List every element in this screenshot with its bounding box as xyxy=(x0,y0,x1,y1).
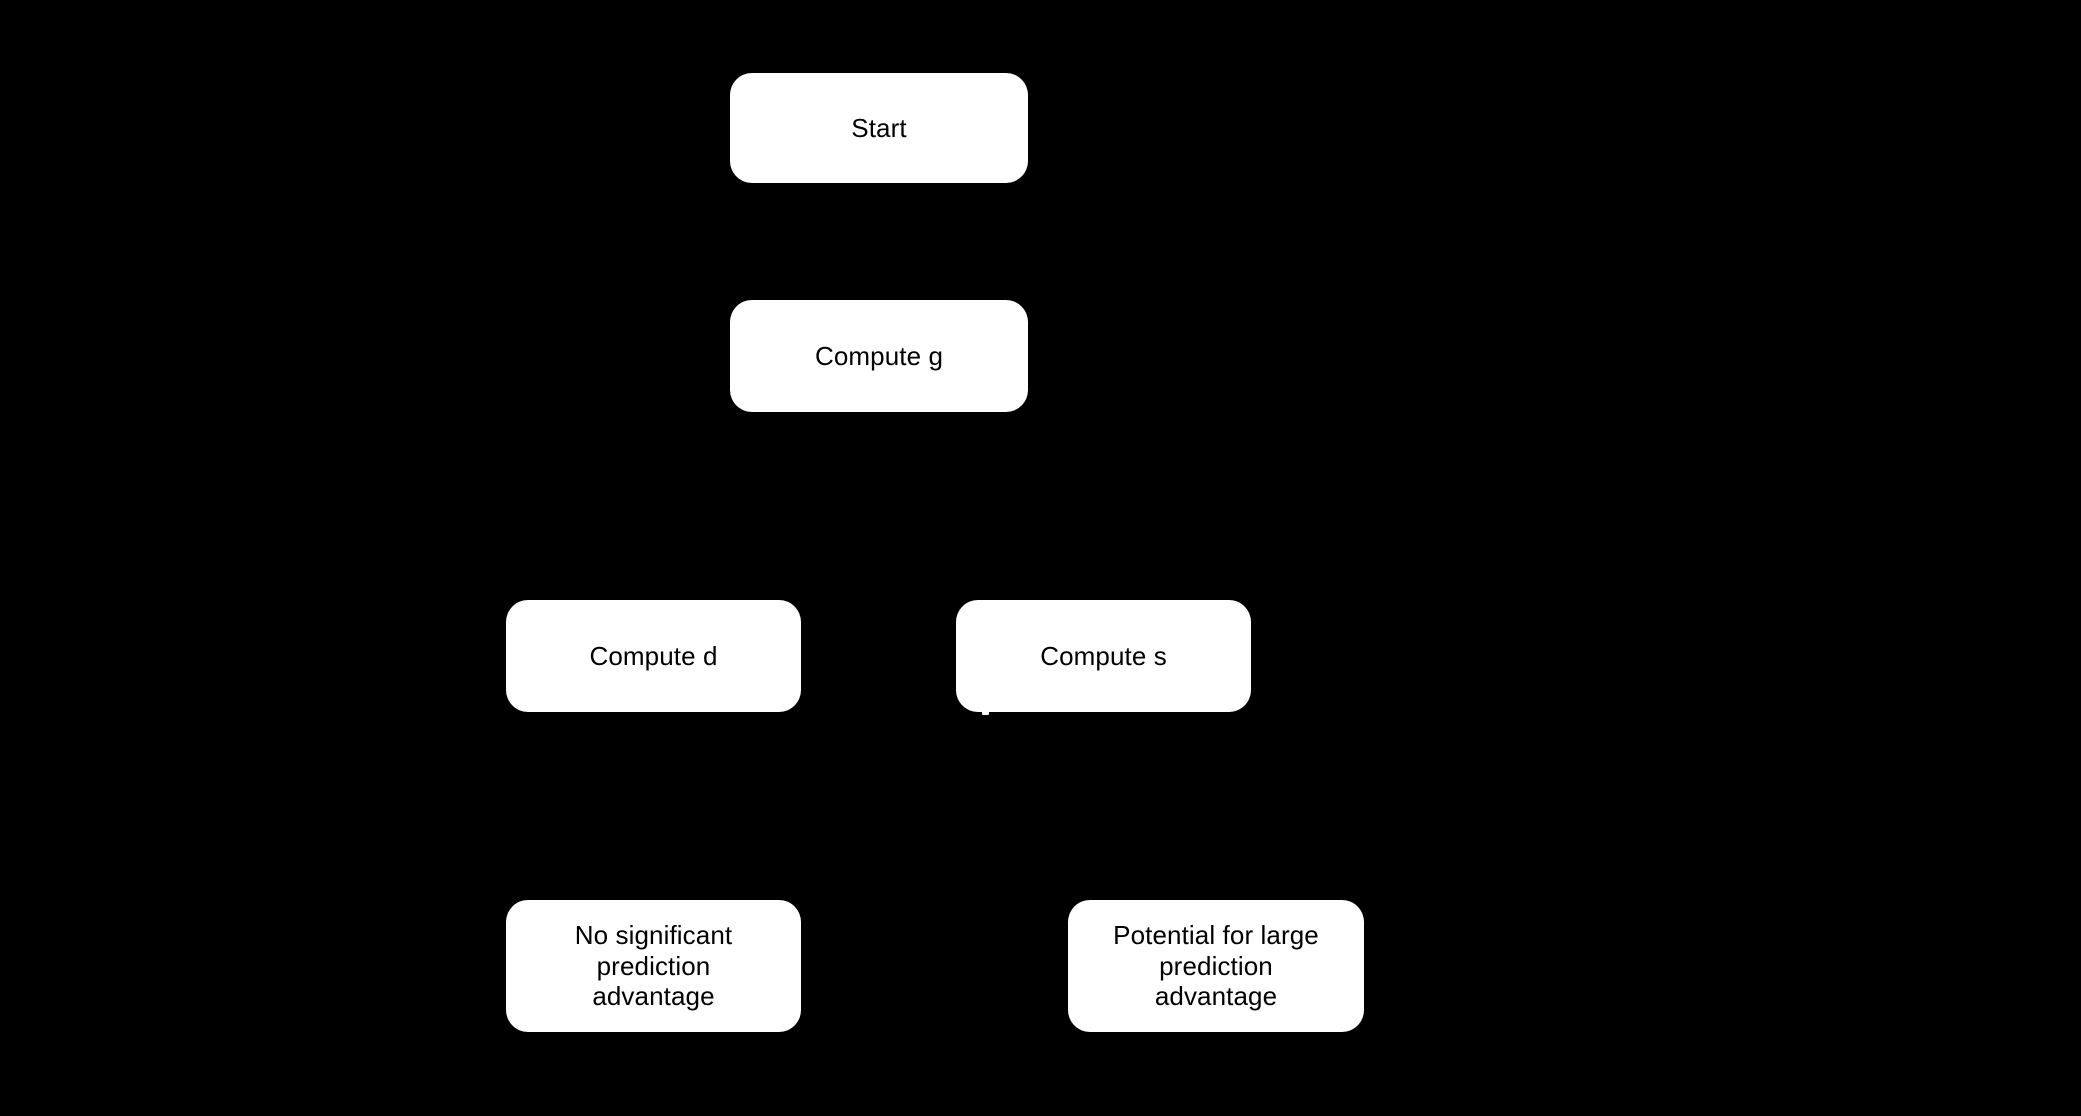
flow-node-no-advantage-label: No significant prediction advantage xyxy=(574,919,733,1012)
flow-node-compute-g-label: Compute g xyxy=(814,340,944,371)
flow-node-large-advantage-label: Potential for large prediction advantage xyxy=(1113,919,1319,1012)
edge-compute-g-to-compute-s xyxy=(877,412,1117,602)
flow-node-compute-d[interactable]: Compute d xyxy=(506,600,801,712)
flow-node-compute-s[interactable]: Compute s xyxy=(956,600,1251,712)
flow-node-start[interactable]: Start xyxy=(730,73,1028,183)
flow-node-start-label: Start xyxy=(851,112,907,143)
edge-compute-g-to-compute-d xyxy=(639,412,881,602)
arrowhead-tip-below-compute-s xyxy=(982,710,989,715)
edge-compute-s-to-large-advantage xyxy=(1101,712,1230,902)
flow-node-compute-g[interactable]: Compute g xyxy=(730,300,1028,412)
flow-node-compute-s-label: Compute s xyxy=(1040,640,1167,671)
flow-node-no-advantage[interactable]: No significant prediction advantage xyxy=(506,900,801,1032)
flow-node-large-advantage[interactable]: Potential for large prediction advantage xyxy=(1068,900,1364,1032)
flow-node-compute-d-label: Compute d xyxy=(589,640,718,671)
